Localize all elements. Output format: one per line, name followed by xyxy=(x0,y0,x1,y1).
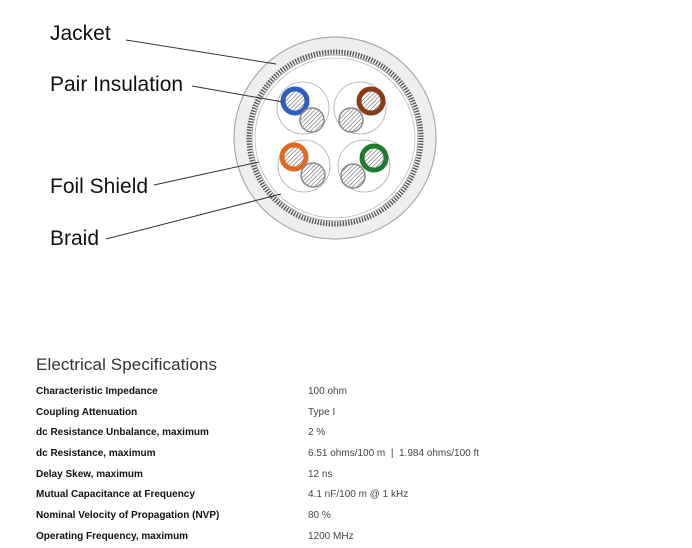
leader-line-pair-insulation xyxy=(191,85,284,103)
leader-line-foil-shield xyxy=(153,161,260,186)
leader-line-jacket xyxy=(125,39,277,65)
wire-orange xyxy=(279,142,309,172)
spec-label: Mutual Capacitance at Frequency xyxy=(36,489,195,501)
spec-label: Coupling Attenuation xyxy=(36,406,138,418)
spec-label: Nominal Velocity of Propagation (NVP) xyxy=(36,509,220,521)
spec-row: dc Resistance Unbalance, maximum 2 % xyxy=(36,422,676,443)
spec-value: 6.51 ohms/100 m | 1.984 ohms/100 ft xyxy=(308,447,480,459)
label-braid: Braid xyxy=(50,227,99,250)
spec-label: Delay Skew, maximum xyxy=(36,468,143,480)
wire-white xyxy=(340,163,366,189)
braid-inner-line xyxy=(251,54,419,222)
wire-white xyxy=(338,107,364,133)
spec-table: Characteristic Impedance 100 ohm Couplin… xyxy=(36,381,676,547)
spec-label: Operating Frequency, maximum xyxy=(36,530,189,542)
spec-value: 80 % xyxy=(308,509,331,521)
spec-value: 100 ohm xyxy=(308,385,347,397)
spec-row: Delay Skew, maximum 12 ns xyxy=(36,464,676,485)
leader-line-braid xyxy=(105,193,282,240)
cable-cross-section-diagram: Jacket Pair Insulation Foil Shield Braid xyxy=(50,22,437,250)
label-jacket: Jacket xyxy=(50,22,111,45)
pair-blue xyxy=(276,81,330,135)
section-title: Electrical Specifications xyxy=(36,355,218,374)
wire-white xyxy=(299,107,325,133)
spec-row: Coupling Attenuation Type I xyxy=(36,402,676,423)
spec-value: Type I xyxy=(308,406,336,418)
pair-green xyxy=(337,139,391,193)
spec-row: Nominal Velocity of Propagation (NVP) 80… xyxy=(36,505,676,526)
spec-row: Mutual Capacitance at Frequency 4.1 nF/1… xyxy=(36,484,676,505)
pair-brown xyxy=(333,81,387,135)
spec-value: 1200 MHz xyxy=(308,530,354,542)
label-pair-insulation: Pair Insulation xyxy=(50,73,183,96)
wire-white xyxy=(300,162,326,188)
spec-label: dc Resistance Unbalance, maximum xyxy=(36,427,209,439)
spec-value: 12 ns xyxy=(308,468,333,480)
wire-brown xyxy=(356,86,386,116)
label-foil-shield: Foil Shield xyxy=(50,175,148,198)
spec-value: 4.1 nF/100 m @ 1 kHz xyxy=(308,489,409,501)
spec-label: Characteristic Impedance xyxy=(36,385,158,397)
wire-blue xyxy=(280,86,310,116)
spec-row: Characteristic Impedance 100 ohm xyxy=(36,381,676,402)
electrical-specifications-section: Electrical Specifications Characteristic… xyxy=(36,355,676,547)
spec-value: 2 % xyxy=(308,427,326,439)
spec-row: Operating Frequency, maximum 1200 MHz xyxy=(36,526,676,547)
pair-orange xyxy=(277,139,331,193)
spec-label: dc Resistance, maximum xyxy=(36,447,156,459)
spec-row: dc Resistance, maximum 6.51 ohms/100 m |… xyxy=(36,443,676,464)
wire-green xyxy=(359,143,389,173)
